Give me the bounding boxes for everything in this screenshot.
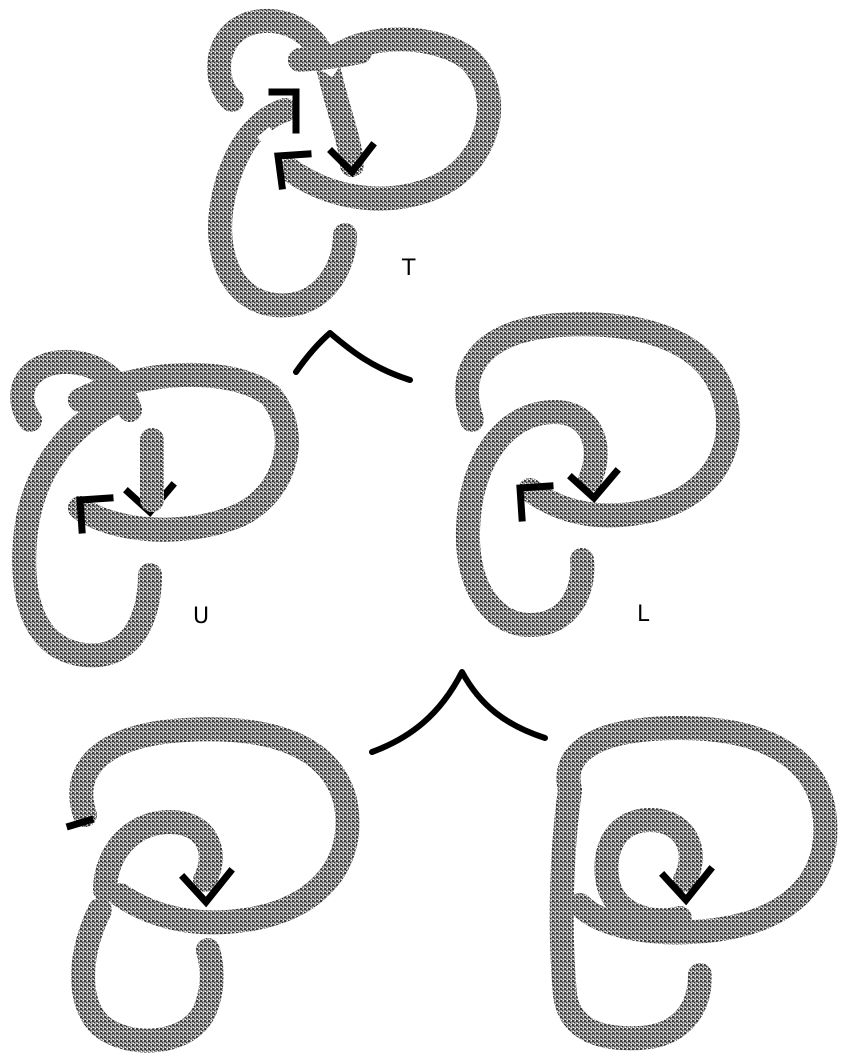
knot-bl-lower-loop [71,898,224,1053]
knot-l [454,312,741,637]
knot-t-over-strand [288,40,372,72]
knot-t-arrow-left [274,150,312,190]
knot-bl-arrow-down [179,867,235,908]
knot-l-arrow-down [567,467,621,504]
knot-u-bottom-loop [12,388,162,668]
branch-bottom [369,669,548,755]
knot-br-inner-spiral [594,808,703,933]
knot-u-arrow-down [123,481,177,518]
knot-t-left-loop [207,8,364,177]
knot-bottom-right [549,716,838,1051]
knot-u-arrow-left [76,494,114,534]
knot-t-bottom-loop [208,98,357,318]
knot-u-oval [68,362,299,542]
knot-t-right-loop [278,27,502,211]
knot-l-inner-spiral [455,400,608,637]
knot-bottom-left [65,717,360,1053]
branch-top [293,330,413,383]
knot-bl-inner-spiral [93,810,223,902]
label-u: U [193,604,210,629]
knot-bl-outer-loop [69,717,360,935]
knot-l-outer-loop [454,312,741,528]
label-l: L [637,602,650,627]
knot-l-arrow-left [516,482,554,522]
label-t: T [402,256,416,281]
knot-u [10,349,299,668]
knot-br-left-strand [549,778,712,1051]
knot-t-arrow-down [327,141,377,178]
knot-br-arrow-down [659,865,715,906]
knot-bl-arrow-left [65,815,95,831]
knot-t [207,8,502,318]
knot-t-arrow-corner [268,88,300,134]
